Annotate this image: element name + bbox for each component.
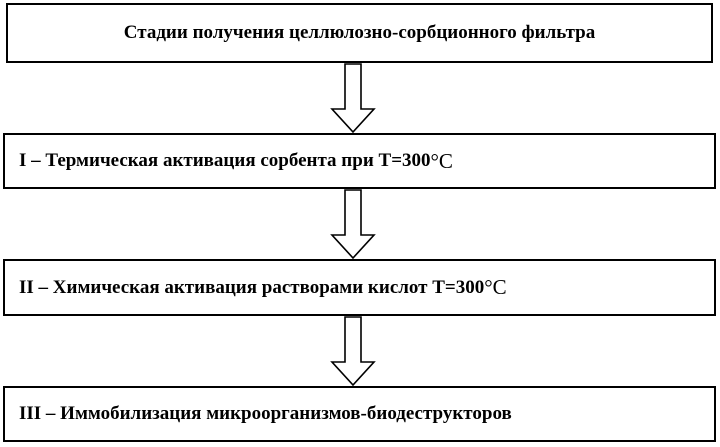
down-arrow-icon xyxy=(330,316,376,386)
stage-1-degree: °С xyxy=(430,148,453,173)
down-arrow-icon xyxy=(330,189,376,259)
stage-1-box: I – Термическая активация сорбента при Т… xyxy=(3,133,716,189)
stage-2-label: II – Химическая активация растворами кис… xyxy=(19,276,485,298)
stage-2-box: II – Химическая активация растворами кис… xyxy=(3,259,716,316)
diagram-title-box: Стадии получения целлюлозно-сорбционного… xyxy=(6,3,713,63)
diagram-title: Стадии получения целлюлозно-сорбционного… xyxy=(123,22,596,43)
stage-2-degree: °С xyxy=(484,275,507,299)
stage-3-label: III – Иммобилизация микроорганизмов-биод… xyxy=(19,403,512,424)
stage-3-box: III – Иммобилизация микроорганизмов-биод… xyxy=(3,386,716,442)
down-arrow-icon xyxy=(330,63,376,133)
stage-1-label: I – Термическая активация сорбента при Т… xyxy=(19,150,431,171)
